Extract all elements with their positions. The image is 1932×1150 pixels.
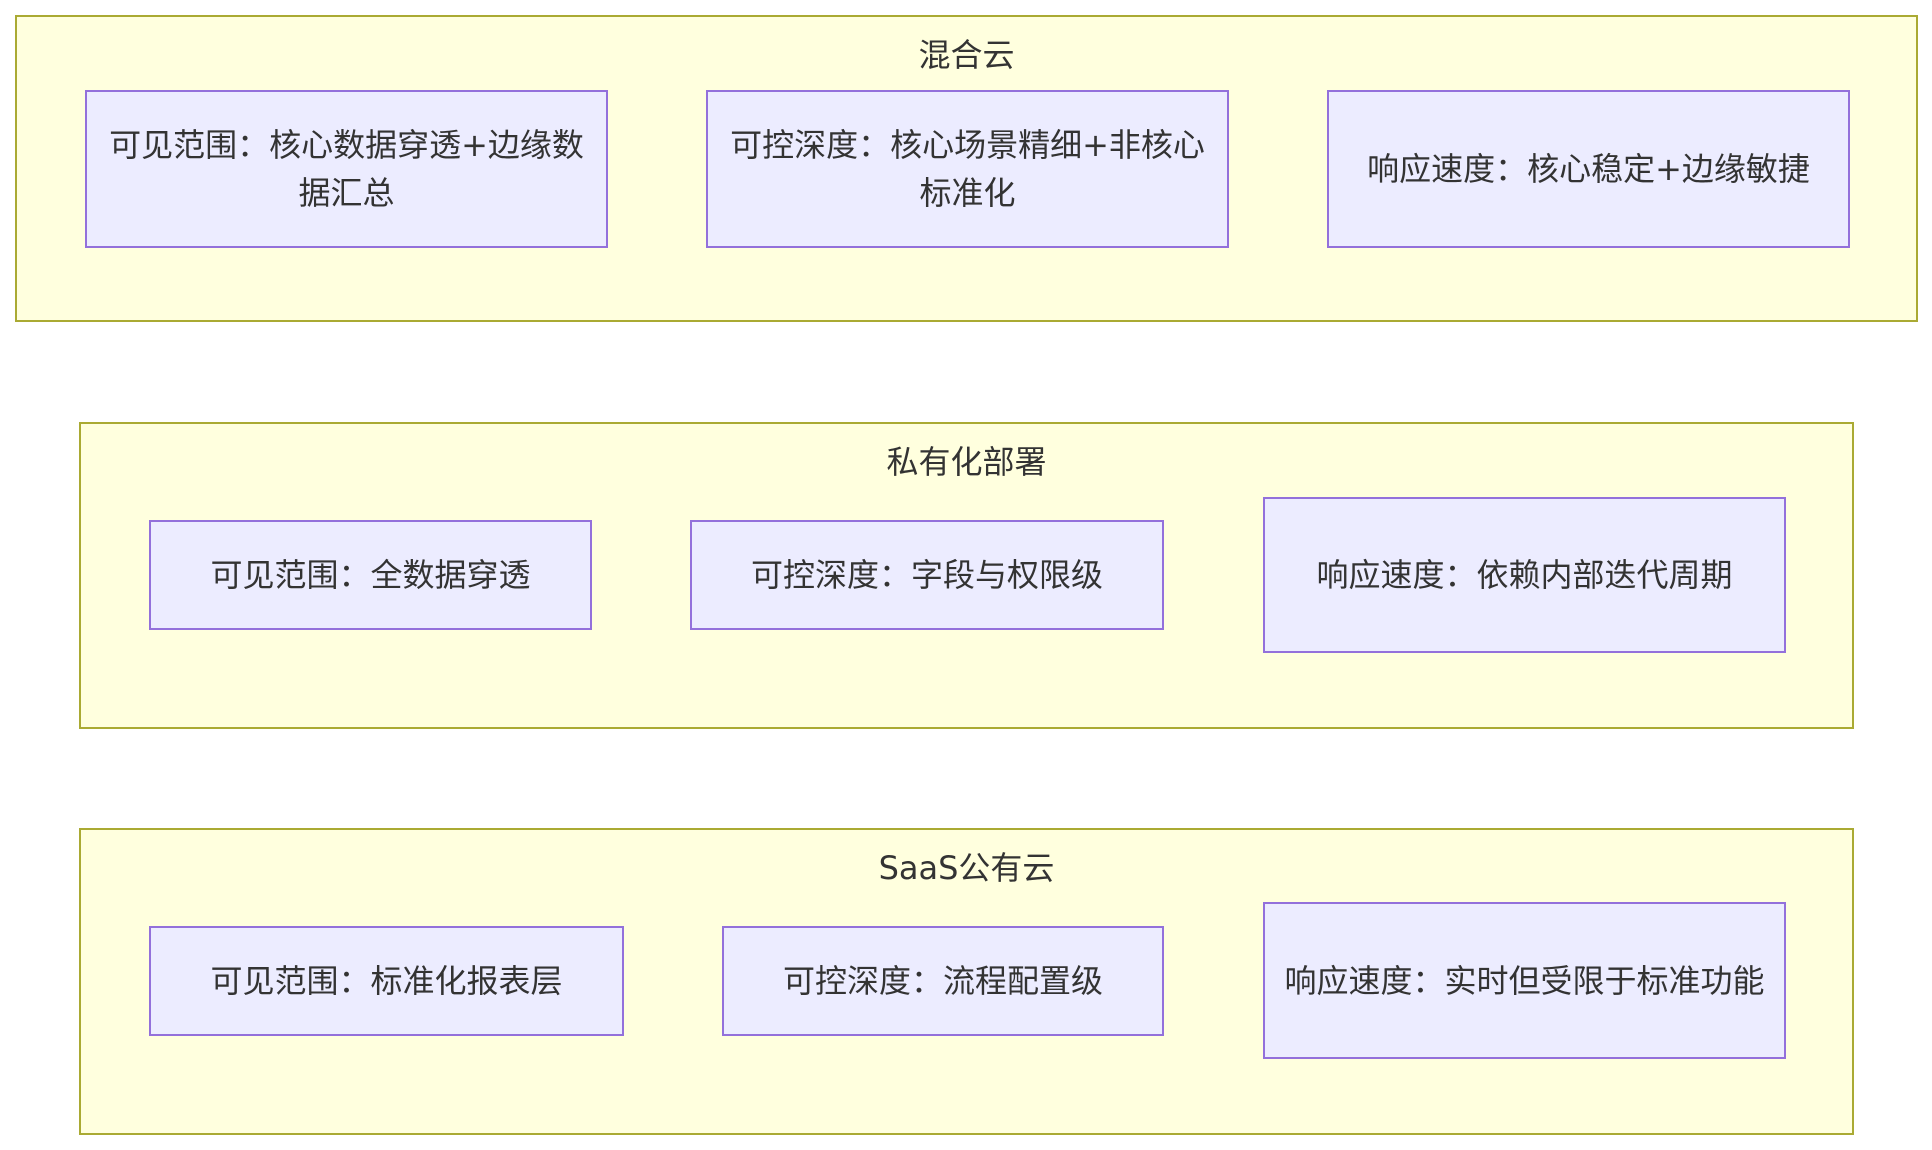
node-label: 可控深度：核心场景精细+非核心标准化 bbox=[730, 126, 1205, 212]
node-visible-scope: 可见范围：标准化报表层 bbox=[149, 926, 624, 1036]
node-label: 可控深度：流程配置级 bbox=[782, 962, 1103, 1000]
node-label: 可见范围：核心数据穿透+边缘数据汇总 bbox=[109, 126, 584, 212]
cluster-title: SaaS公有云 bbox=[878, 849, 1055, 887]
node-control-depth: 可控深度：字段与权限级 bbox=[690, 520, 1164, 630]
node-visible-scope: 可见范围：全数据穿透 bbox=[149, 520, 592, 630]
node-label: 响应速度：核心稳定+边缘敏捷 bbox=[1367, 150, 1810, 188]
node-control-depth: 可控深度：核心场景精细+非核心标准化 bbox=[706, 90, 1229, 248]
node-response-speed: 响应速度：依赖内部迭代周期 bbox=[1263, 497, 1786, 653]
node-response-speed: 响应速度：核心稳定+边缘敏捷 bbox=[1327, 90, 1850, 248]
node-label: 响应速度：依赖内部迭代周期 bbox=[1316, 556, 1733, 594]
cluster-title: 混合云 bbox=[918, 36, 1015, 74]
node-response-speed: 响应速度：实时但受限于标准功能 bbox=[1263, 902, 1786, 1059]
node-visible-scope: 可见范围：核心数据穿透+边缘数据汇总 bbox=[85, 90, 608, 248]
node-label: 响应速度：实时但受限于标准功能 bbox=[1284, 961, 1765, 1000]
cluster-title: 私有化部署 bbox=[886, 443, 1047, 481]
node-label: 可见范围：全数据穿透 bbox=[210, 556, 531, 594]
node-label: 可控深度：字段与权限级 bbox=[750, 556, 1103, 594]
node-label: 可见范围：标准化报表层 bbox=[210, 962, 563, 1000]
node-control-depth: 可控深度：流程配置级 bbox=[722, 926, 1164, 1036]
